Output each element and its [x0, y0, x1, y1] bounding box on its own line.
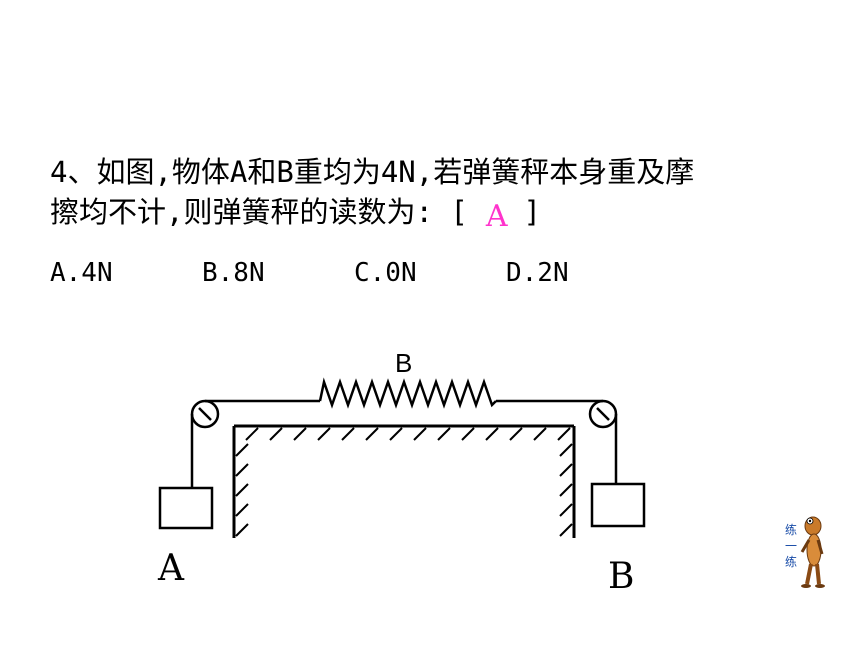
frog-mascot-icon	[800, 516, 825, 588]
option-b: B.8N	[202, 258, 265, 288]
frame-hatching	[235, 427, 573, 537]
block-b	[590, 482, 646, 528]
block-a	[158, 486, 214, 530]
question-line-2-prefix: 擦均不计,则弹簧秤的读数为: [	[50, 195, 468, 229]
rope	[190, 399, 618, 488]
support-frame	[232, 424, 576, 538]
answer-text: A	[485, 199, 508, 234]
practice-button[interactable]: 练 一 练	[778, 510, 826, 590]
spring-label: B	[395, 348, 412, 378]
option-a: A.4N	[50, 258, 113, 288]
practice-char-2: 一	[784, 539, 797, 553]
pulley-right	[588, 399, 618, 429]
option-d: D.2N	[506, 258, 569, 288]
pulley-left	[190, 399, 220, 429]
question-text: 4、如图,物体A和B重均为4N,若弹簧秤本身重及摩 擦均不计,则弹簧秤的读数为:…	[50, 152, 810, 234]
block-b-label: B	[608, 556, 635, 597]
block-a-label: A	[158, 548, 184, 589]
practice-char-3: 练	[784, 555, 797, 569]
question-line-2-suffix: ]	[523, 195, 541, 229]
practice-char-1: 练	[784, 523, 797, 537]
option-c: C.0N	[354, 258, 417, 288]
practice-label: 练 一 练	[784, 522, 798, 570]
question-line-1: 4、如图,物体A和B重均为4N,若弹簧秤本身重及摩	[50, 155, 695, 189]
question-line-2: 擦均不计,则弹簧秤的读数为: [ A]	[50, 192, 810, 234]
spring-coil	[318, 377, 497, 409]
